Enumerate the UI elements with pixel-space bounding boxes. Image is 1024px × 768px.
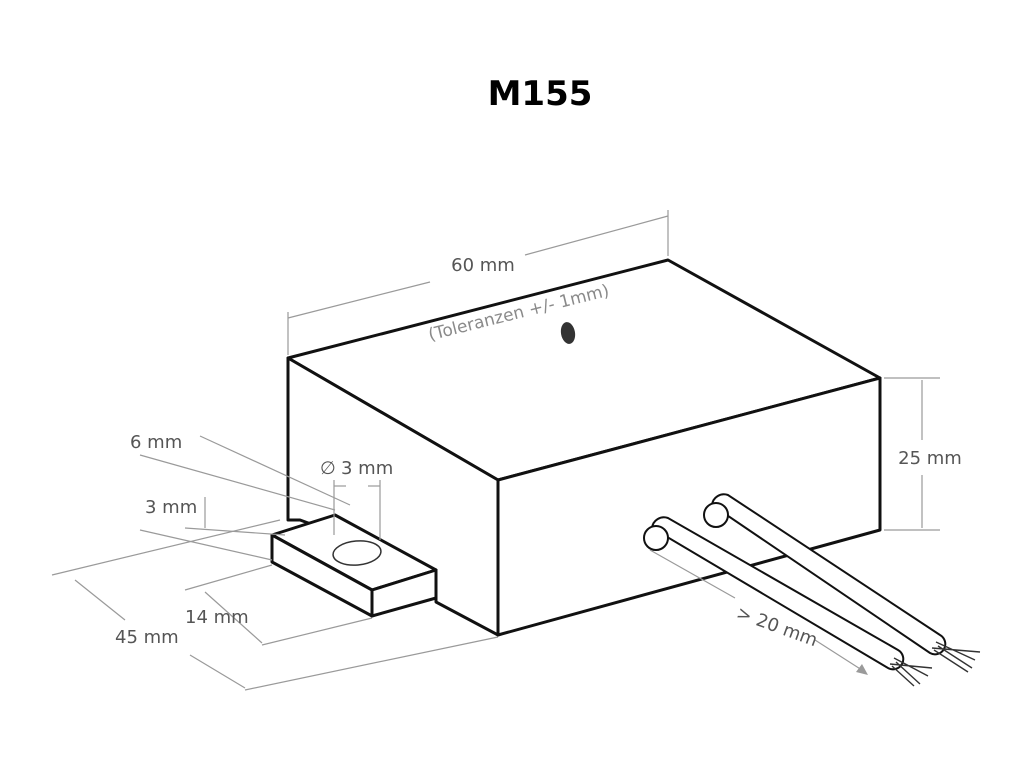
led-indicator bbox=[560, 322, 576, 344]
mounting-tab bbox=[270, 513, 438, 618]
enclosure-box bbox=[286, 258, 882, 637]
dimension-lines bbox=[51, 210, 940, 691]
depth-label: 45 mm bbox=[115, 627, 179, 648]
page-title: M155 bbox=[488, 74, 593, 114]
hole-diameter-symbol: ∅ bbox=[320, 458, 336, 479]
cables bbox=[643, 493, 981, 687]
mounting-hole bbox=[332, 540, 382, 566]
cable-rear-end bbox=[703, 502, 729, 528]
width-label: 60 mm bbox=[451, 255, 515, 276]
cable-rear bbox=[710, 493, 947, 656]
hole-diameter-label: 3 mm bbox=[341, 458, 393, 479]
wire-strands bbox=[889, 641, 981, 687]
tab-width-label: 6 mm bbox=[130, 432, 182, 453]
tab-length-label: 14 mm bbox=[185, 607, 249, 628]
cable-front-end bbox=[643, 525, 669, 551]
cable-front bbox=[650, 516, 905, 671]
tab-thickness-label: 3 mm bbox=[145, 497, 197, 518]
tab-front bbox=[370, 568, 438, 618]
height-label: 25 mm bbox=[898, 448, 962, 469]
